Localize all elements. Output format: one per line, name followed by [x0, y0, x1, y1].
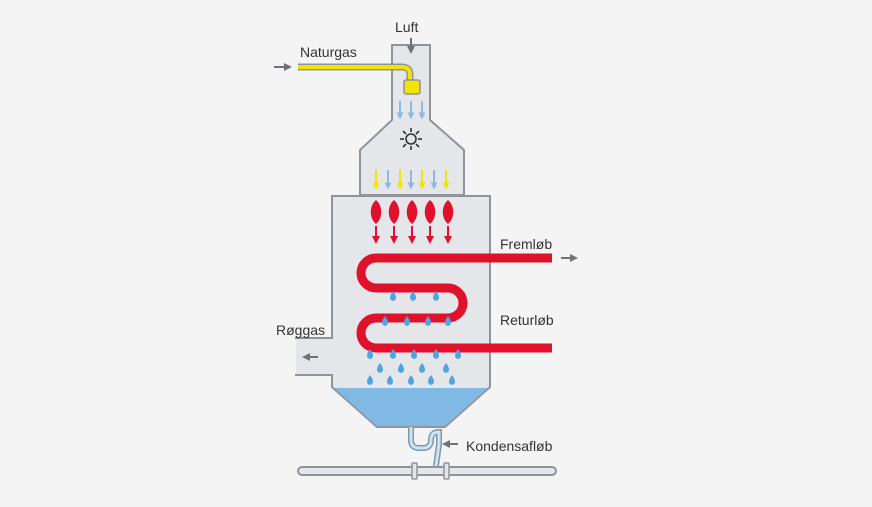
heat-arrows — [372, 226, 452, 244]
gas-valve — [403, 79, 421, 95]
droplet-icon — [425, 316, 431, 326]
flame-icon — [370, 200, 454, 224]
droplet-icon — [390, 291, 396, 301]
droplet-icon — [428, 375, 434, 385]
droplet-icon — [445, 316, 451, 326]
droplet-icon — [404, 316, 410, 326]
droplet-icon — [408, 375, 414, 385]
droplet-icon — [398, 363, 404, 373]
supply-label: Fremløb — [500, 236, 553, 252]
return-label: Returløb — [500, 312, 554, 328]
droplet-icon — [377, 363, 383, 373]
droplet-icon — [382, 316, 388, 326]
droplet-icon — [419, 363, 425, 373]
mixture-arrows — [372, 170, 450, 190]
droplet-icon — [433, 349, 439, 359]
droplet-icon — [387, 375, 393, 385]
droplet-icon — [443, 363, 449, 373]
droplet-icon — [367, 375, 373, 385]
fan-icon — [400, 128, 422, 150]
droplet-icon — [367, 349, 373, 359]
heat-exchanger-coil — [356, 253, 552, 353]
drain-line — [297, 466, 557, 476]
burner-housing — [359, 44, 465, 196]
droplet-icon — [411, 349, 417, 359]
droplet-icon — [455, 349, 461, 359]
droplet-icon — [433, 291, 439, 301]
air-label: Luft — [395, 19, 419, 35]
flue-gas-duct — [295, 337, 332, 376]
condensate-drain-label: Kondensafløb — [466, 438, 553, 454]
droplet-icon — [410, 291, 416, 301]
condensate-pool — [334, 388, 488, 426]
droplet-icon — [390, 349, 396, 359]
air-arrows — [396, 101, 426, 120]
droplet-icon — [367, 291, 461, 385]
flue-gas-label: Røggas — [276, 322, 326, 338]
natural-gas-label: Naturgas — [300, 44, 357, 60]
droplet-icon — [449, 375, 455, 385]
